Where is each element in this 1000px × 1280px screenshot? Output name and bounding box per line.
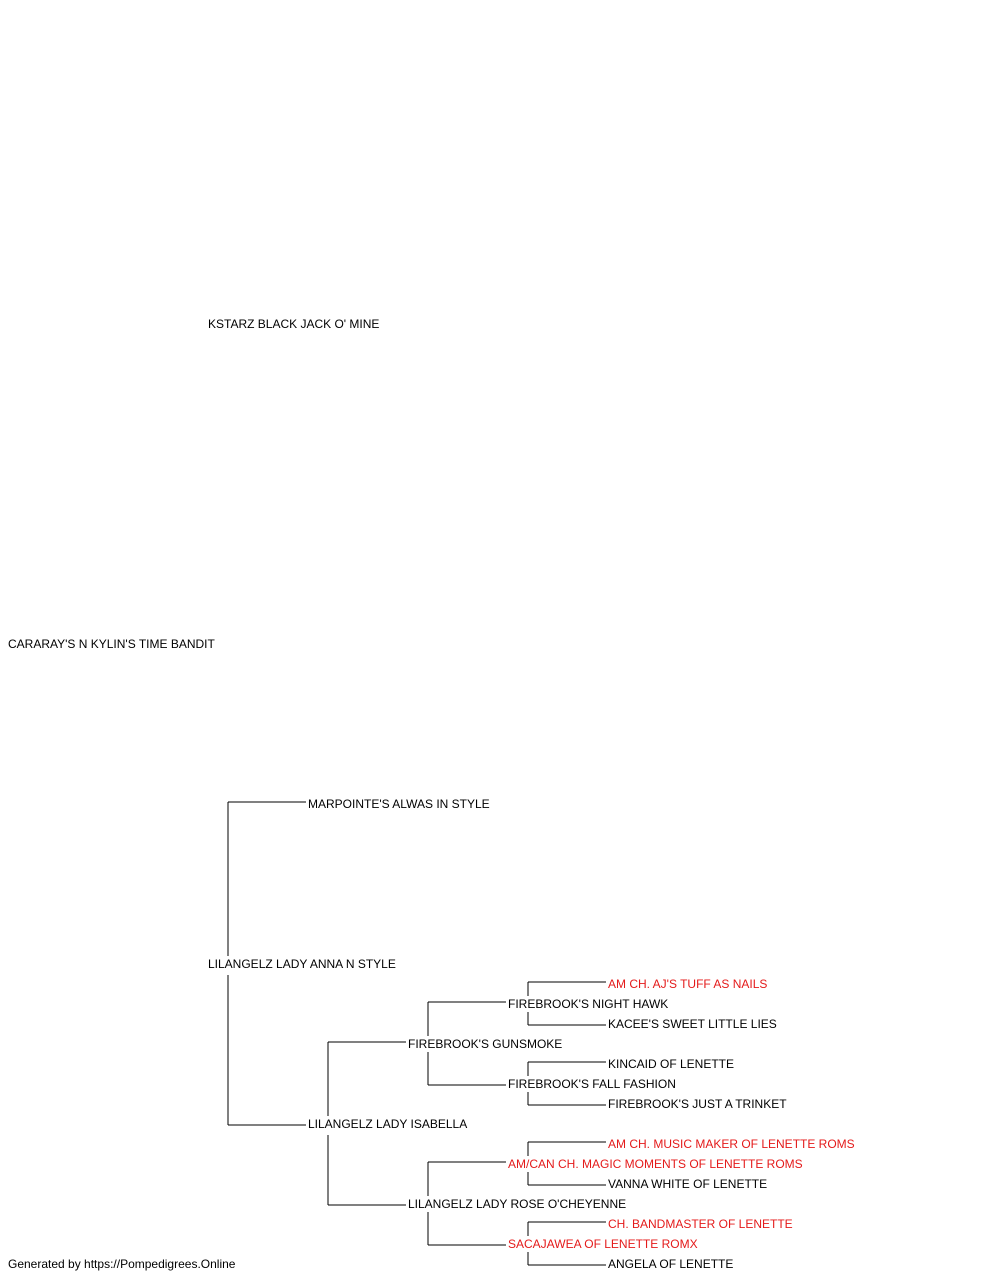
gen3-rose-name: LILANGELZ LADY ROSE O'CHEYENNE (408, 1197, 627, 1211)
gen5-just-a-trinket-name: FIREBROOK'S JUST A TRINKET (608, 1097, 787, 1111)
gen5-sweet-little-lies-name: KACEE'S SWEET LITTLE LIES (608, 1017, 777, 1031)
gen5-bandmaster-name: CH. BANDMASTER OF LENETTE (608, 1217, 793, 1231)
gen5-angela-name: ANGELA OF LENETTE (608, 1257, 734, 1271)
gen4-night-hawk-name: FIREBROOK'S NIGHT HAWK (508, 997, 669, 1011)
gen4-sacajawea-name: SACAJAWEA OF LENETTE ROMX (508, 1237, 698, 1251)
gen5-music-maker-name: AM CH. MUSIC MAKER OF LENETTE ROMS (608, 1137, 855, 1151)
subject-dog-name: CARARAY'S N KYLIN'S TIME BANDIT (8, 637, 215, 651)
dam-dam-name: LILANGELZ LADY ISABELLA (308, 1117, 468, 1131)
sire-name: KSTARZ BLACK JACK O' MINE (208, 317, 380, 331)
gen4-magic-moments-name: AM/CAN CH. MAGIC MOMENTS OF LENETTE ROMS (508, 1157, 803, 1171)
gen5-kincaid-name: KINCAID OF LENETTE (608, 1057, 735, 1071)
gen5-tuff-as-nails-name: AM CH. AJ'S TUFF AS NAILS (608, 977, 768, 991)
dam-name: LILANGELZ LADY ANNA N STYLE (208, 957, 396, 971)
dam-sire-name: MARPOINTE'S ALWAS IN STYLE (308, 797, 490, 811)
gen5-vanna-white-name: VANNA WHITE OF LENETTE (608, 1177, 768, 1191)
gen4-fall-fashion-name: FIREBROOK'S FALL FASHION (508, 1077, 676, 1091)
gen3-gunsmoke-name: FIREBROOK'S GUNSMOKE (408, 1037, 563, 1051)
generator-credit-link[interactable]: Generated by https://Pompedigrees.Online (8, 1257, 236, 1271)
